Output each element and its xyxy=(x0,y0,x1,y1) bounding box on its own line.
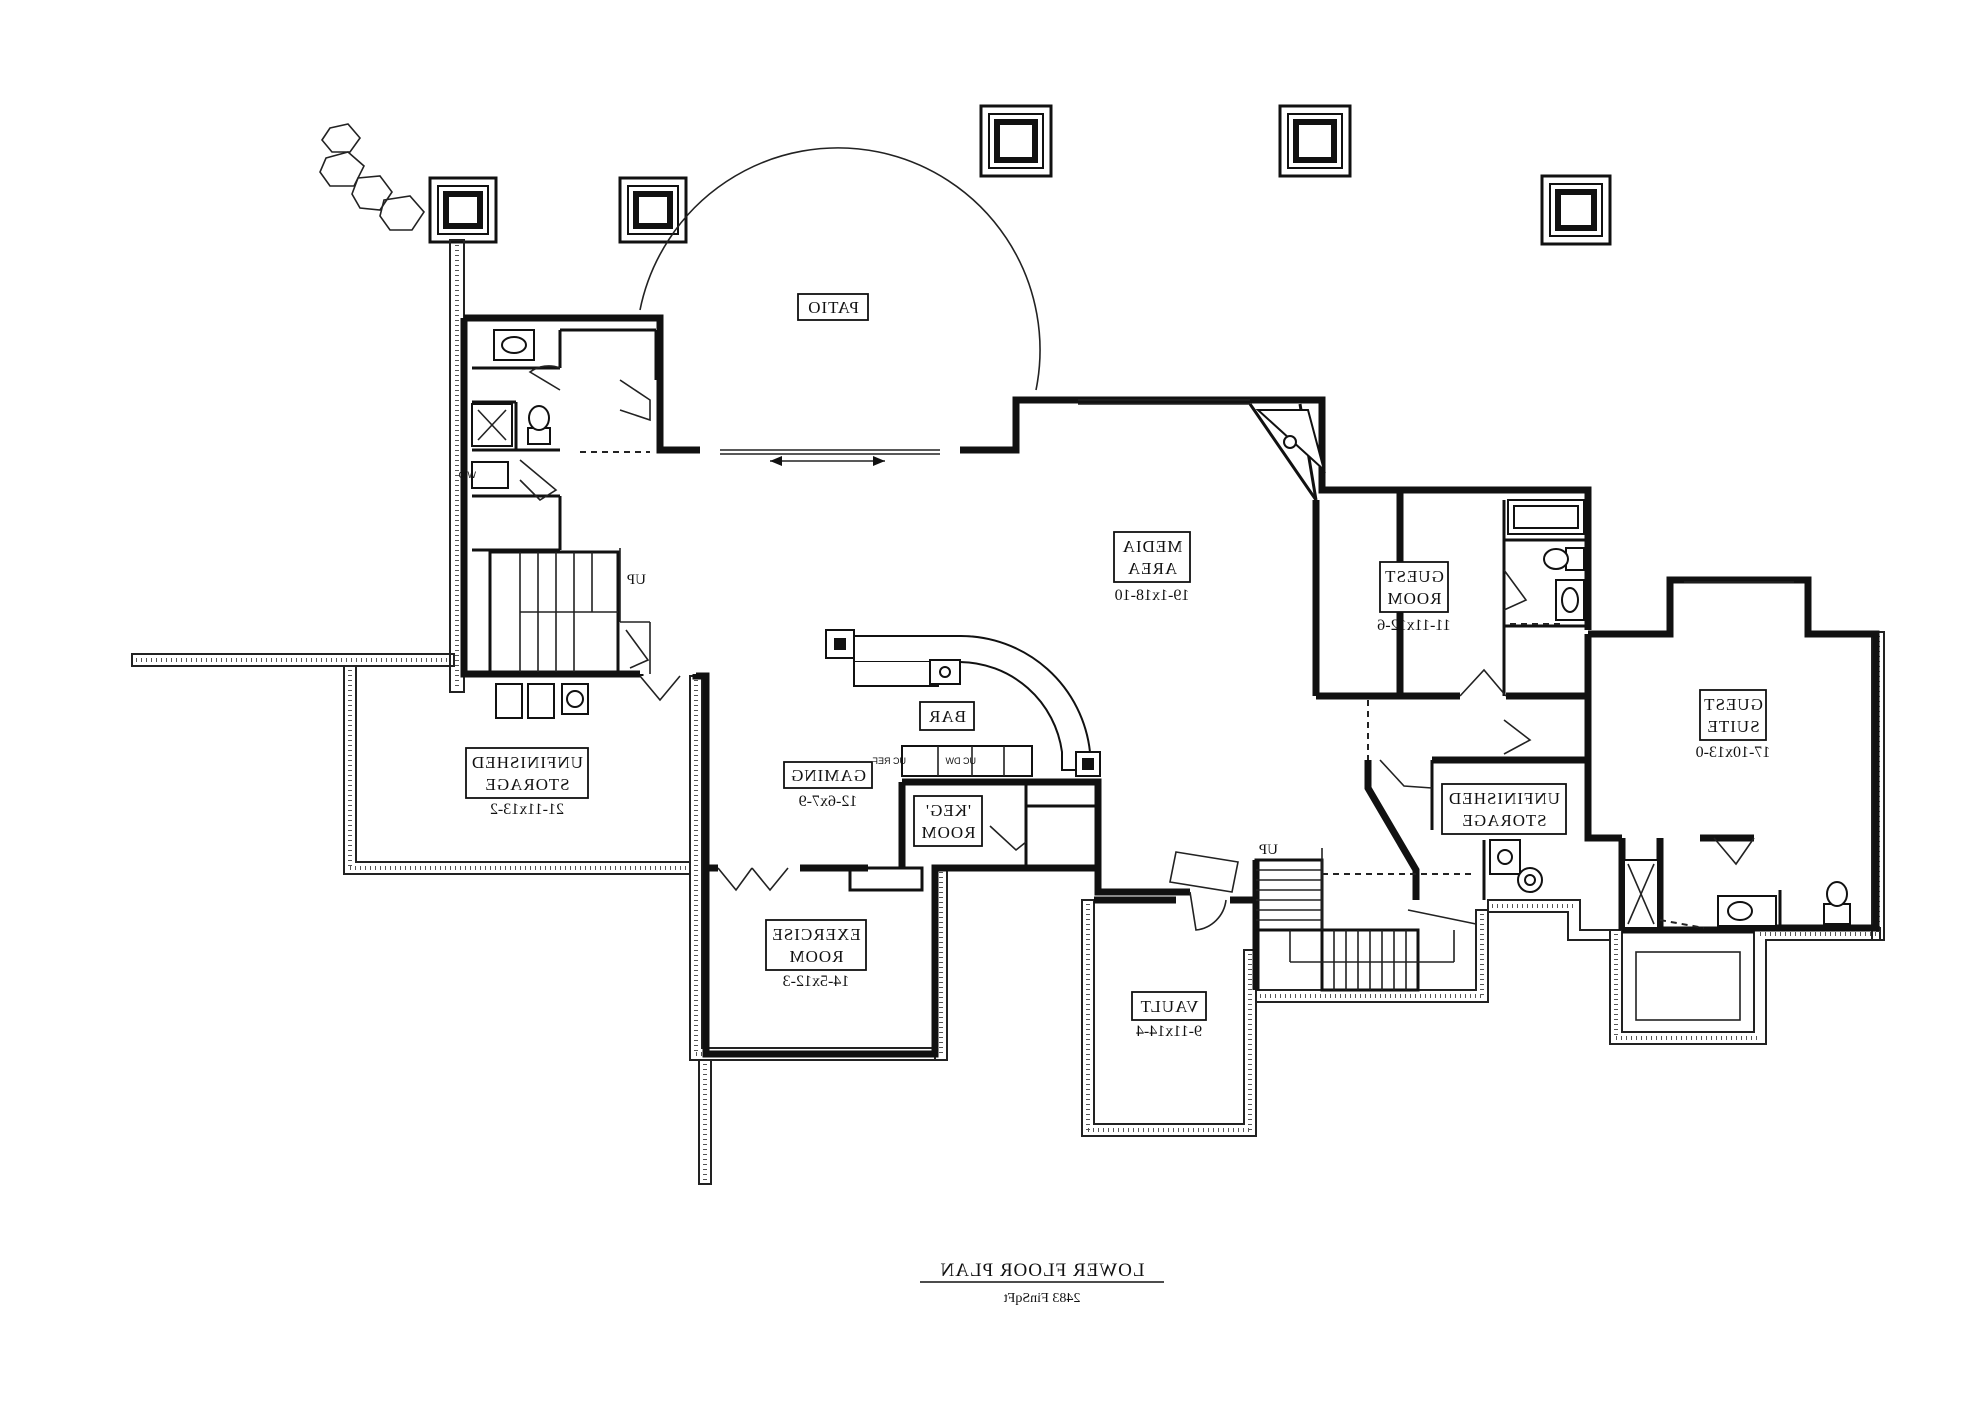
svg-text:MEDIA: MEDIA xyxy=(1122,537,1183,556)
washer-dryer xyxy=(471,461,509,489)
interior-walls xyxy=(472,328,1782,1021)
column-3 xyxy=(979,104,1053,178)
svg-text:ROOM: ROOM xyxy=(788,947,843,966)
label-gaming: GAMING 12-6x7-9 xyxy=(783,761,873,810)
svg-text:GUEST: GUEST xyxy=(1384,567,1444,586)
label-vault: VAULT 9-11x14-4 xyxy=(1131,991,1207,1040)
label-bar: BAR xyxy=(919,701,975,731)
washer-dryer-label: W/D xyxy=(458,470,476,480)
svg-text:AREA: AREA xyxy=(1127,559,1177,578)
label-media-area: MEDIA AREA 19-1x18-10 xyxy=(1113,531,1191,604)
stepping-stones xyxy=(319,123,426,231)
plan-title-block: LOWER FLOOR PLAN 2483 FinSqFt xyxy=(920,1260,1164,1306)
svg-text:STORAGE: STORAGE xyxy=(1461,811,1546,830)
svg-text:GAMING: GAMING xyxy=(790,766,866,785)
exterior-walls xyxy=(460,314,1880,1058)
svg-text:19-1x18-10: 19-1x18-10 xyxy=(1115,587,1190,604)
label-guest-room: GUEST ROOM 11-11x12-6 xyxy=(1377,561,1451,634)
svg-text:11-11x12-6: 11-11x12-6 xyxy=(1377,617,1450,634)
uc-dw-label: UC DW xyxy=(945,756,976,766)
label-exercise-room: EXERCISE ROOM 14-5x12-3 xyxy=(765,919,867,990)
column-5 xyxy=(1540,174,1612,246)
label-keg-room: 'KEG' ROOM xyxy=(913,795,983,847)
label-unfinished-storage-left: UNFINISHED STORAGE 21-11x13-2 xyxy=(465,747,589,818)
foundation-walls xyxy=(131,239,1885,1185)
svg-text:UNFINISHED: UNFINISHED xyxy=(1448,789,1560,808)
svg-text:9-11x14-4: 9-11x14-4 xyxy=(1136,1023,1202,1040)
svg-text:ROOM: ROOM xyxy=(920,823,975,842)
svg-text:14-5x12-3: 14-5x12-3 xyxy=(783,973,850,990)
label-unfinished-storage-right: UNFINISHED STORAGE xyxy=(1441,783,1567,835)
left-stair-treads xyxy=(520,552,618,672)
column-1 xyxy=(428,176,498,244)
uc-ref-label: UC REF xyxy=(872,756,906,766)
svg-text:BAR: BAR xyxy=(928,707,966,726)
svg-text:PATIO: PATIO xyxy=(807,298,859,317)
column-2 xyxy=(618,176,688,244)
label-patio: PATIO xyxy=(797,293,869,321)
svg-text:EXERCISE: EXERCISE xyxy=(771,925,860,944)
svg-text:UNFINISHED: UNFINISHED xyxy=(471,753,583,772)
svg-text:12-6x7-9: 12-6x7-9 xyxy=(799,793,858,810)
patio-outline xyxy=(639,147,1041,391)
door-swings xyxy=(519,365,1755,931)
svg-text:21-11x13-2: 21-11x13-2 xyxy=(490,801,564,818)
plan-subtitle: 2483 FinSqFt xyxy=(1004,1291,1081,1306)
column-4 xyxy=(1278,104,1352,178)
svg-text:STORAGE: STORAGE xyxy=(484,775,569,794)
svg-text:'KEG': 'KEG' xyxy=(925,801,971,820)
stair-up-label-center: UP xyxy=(1259,842,1278,858)
label-guest-suite: GUEST SUITE 17-10x13-0 xyxy=(1696,689,1771,761)
stair-up-label-left: UP xyxy=(627,572,646,588)
plan-title: LOWER FLOOR PLAN xyxy=(940,1260,1145,1281)
patio-columns xyxy=(428,104,1612,246)
slider-arrows xyxy=(770,456,885,466)
svg-text:17-10x13-0: 17-10x13-0 xyxy=(1696,744,1771,761)
svg-text:ROOM: ROOM xyxy=(1386,589,1441,608)
svg-text:VAULT: VAULT xyxy=(1140,997,1199,1016)
fixtures xyxy=(471,329,1851,929)
svg-text:GUEST: GUEST xyxy=(1703,695,1763,714)
right-stair-treads xyxy=(1256,869,1407,990)
svg-text:SUITE: SUITE xyxy=(1706,717,1759,736)
